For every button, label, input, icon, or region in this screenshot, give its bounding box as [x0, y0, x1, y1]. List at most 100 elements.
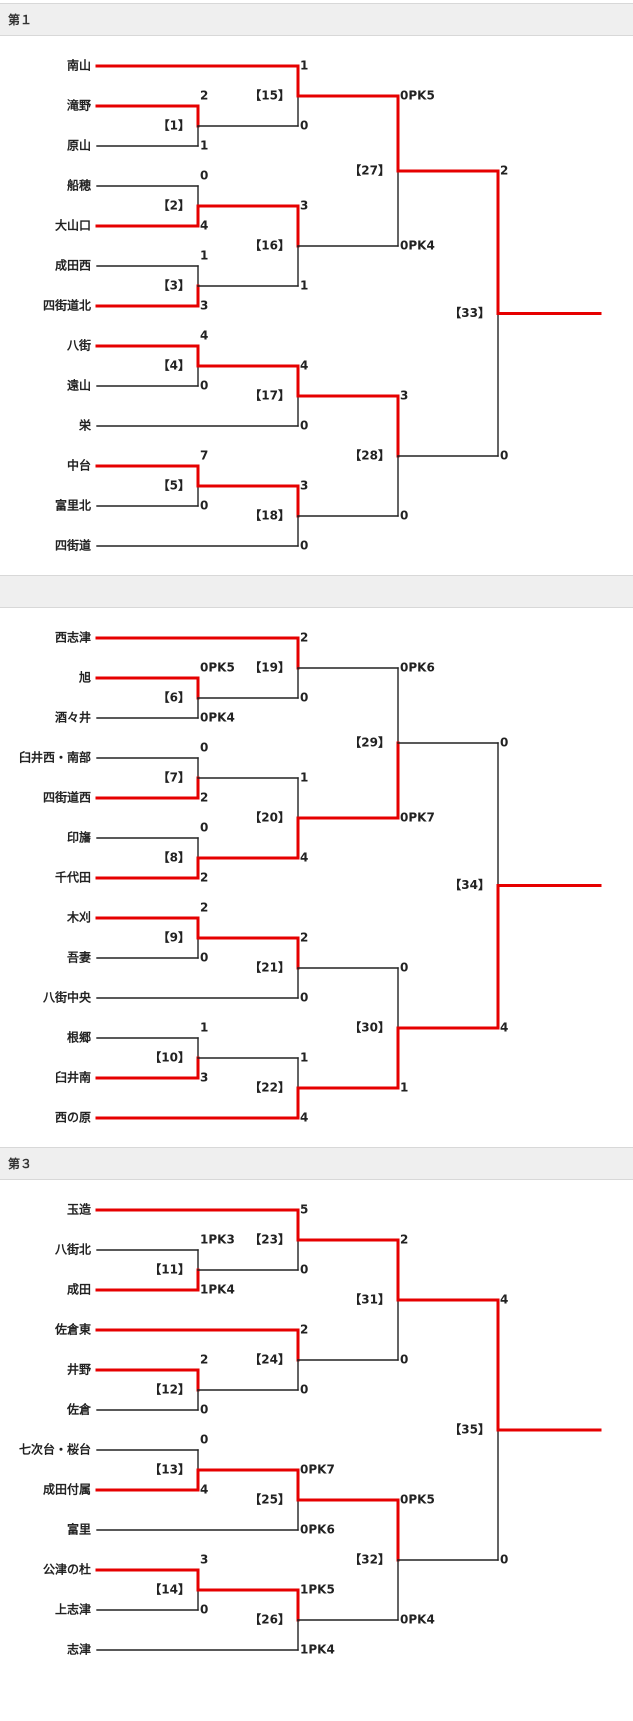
score: 0: [200, 169, 208, 183]
score: 3: [400, 389, 408, 403]
match-label: 【20】: [249, 810, 290, 825]
match-label: 【17】: [249, 388, 290, 403]
score: 0PK7: [400, 811, 435, 825]
score: 1: [200, 139, 208, 153]
match-label: 【34】: [449, 877, 490, 892]
match-label: 【35】: [449, 1422, 490, 1437]
match-label: 【13】: [149, 1462, 190, 1477]
team-name: 根郷: [67, 1030, 91, 1045]
score: 4: [200, 219, 208, 233]
score: 1: [300, 1051, 308, 1065]
team-name: 富里北: [55, 498, 91, 513]
score: 1PK3: [200, 1233, 235, 1247]
score: 2: [300, 931, 308, 945]
score: 1PK4: [200, 1283, 235, 1297]
team-name: 千代田: [55, 870, 91, 885]
team-name: 西志津: [55, 630, 91, 645]
score: 1: [300, 279, 308, 293]
score: 0: [200, 1403, 208, 1417]
score: 0PK5: [400, 1493, 435, 1507]
team-name: 旭: [78, 670, 91, 685]
team-name: 八街北: [54, 1242, 91, 1257]
team-name: 大山口: [55, 218, 91, 233]
score: 0: [300, 119, 308, 133]
score: 0: [200, 1433, 208, 1447]
team-name: 八街中央: [42, 990, 92, 1005]
score: 3: [200, 299, 208, 313]
team-name: 四街道北: [43, 298, 91, 313]
score: 0PK7: [300, 1463, 335, 1477]
team-name: 西の原: [55, 1111, 91, 1125]
score: 4: [500, 1021, 508, 1035]
team-name: 成田西: [55, 258, 91, 273]
score: 0PK4: [400, 1613, 435, 1627]
match-label: 【6】: [158, 690, 190, 705]
score: 0: [400, 509, 408, 523]
match-label: 【7】: [158, 770, 190, 785]
section-header: [0, 575, 633, 608]
tournament-bracket: 玉造八街北成田佐倉東井野佐倉七次台・桜台成田付属富里公津の杜上志津志津1PK31…: [19, 1202, 602, 1657]
score: 0: [200, 821, 208, 835]
score: 0: [500, 449, 508, 463]
match-label: 【16】: [249, 238, 290, 253]
team-name: 船穂: [67, 178, 91, 193]
match-label: 【19】: [249, 660, 290, 675]
score: 2: [200, 89, 208, 103]
score: 3: [300, 479, 308, 493]
section-title: 第１: [8, 13, 33, 27]
score: 3: [300, 199, 308, 213]
score: 0PK6: [300, 1523, 335, 1537]
score: 0: [200, 1603, 208, 1617]
tournament-bracket: 南山滝野原山船穂大山口成田西四街道北八街遠山栄中台富里北四街道21【1】04【2…: [43, 58, 602, 553]
team-name: 栄: [78, 418, 92, 433]
score: 1: [200, 249, 208, 263]
score: 0: [300, 419, 308, 433]
score: 4: [200, 329, 208, 343]
team-name: 南山: [67, 58, 91, 73]
score: 0PK4: [400, 239, 435, 253]
team-name: 志津: [67, 1642, 91, 1657]
score: 2: [300, 631, 308, 645]
match-label: 【27】: [349, 163, 390, 178]
match-label: 【4】: [158, 358, 190, 373]
score: 4: [500, 1293, 508, 1307]
section-header: 第３: [0, 1147, 633, 1180]
team-name: 臼井南: [55, 1070, 91, 1085]
score: 2: [300, 1323, 308, 1337]
team-name: 遠山: [67, 378, 91, 393]
score: 2: [200, 1353, 208, 1367]
score: 2: [400, 1233, 408, 1247]
match-label: 【32】: [349, 1552, 390, 1567]
team-name: 上志津: [55, 1602, 91, 1617]
score: 0: [300, 1263, 308, 1277]
match-label: 【30】: [349, 1020, 390, 1035]
score: 1PK4: [300, 1643, 335, 1657]
match-label: 【24】: [249, 1352, 290, 1367]
team-name: 富里: [67, 1522, 91, 1537]
score: 1PK5: [300, 1583, 335, 1597]
score: 0PK4: [200, 711, 235, 725]
team-name: 成田付属: [43, 1482, 91, 1497]
team-name: 八街: [66, 338, 91, 353]
score: 1: [400, 1081, 408, 1095]
score: 4: [300, 1111, 308, 1125]
score: 4: [300, 359, 308, 373]
match-label: 【5】: [158, 478, 190, 493]
match-label: 【8】: [158, 850, 190, 865]
team-name: 玉造: [67, 1202, 92, 1217]
score: 0: [300, 691, 308, 705]
match-label: 【33】: [449, 305, 490, 320]
team-name: 臼井西・南部: [19, 750, 91, 765]
score: 0PK5: [200, 661, 235, 675]
score: 0: [500, 1553, 508, 1567]
match-label: 【1】: [158, 118, 190, 133]
match-label: 【22】: [249, 1080, 290, 1095]
score: 2: [200, 871, 208, 885]
score: 3: [200, 1071, 208, 1085]
score: 2: [200, 901, 208, 915]
score: 3: [200, 1553, 208, 1567]
match-label: 【12】: [149, 1382, 190, 1397]
team-name: 四街道西: [43, 790, 91, 805]
score: 4: [300, 851, 308, 865]
score: 4: [200, 1483, 208, 1497]
